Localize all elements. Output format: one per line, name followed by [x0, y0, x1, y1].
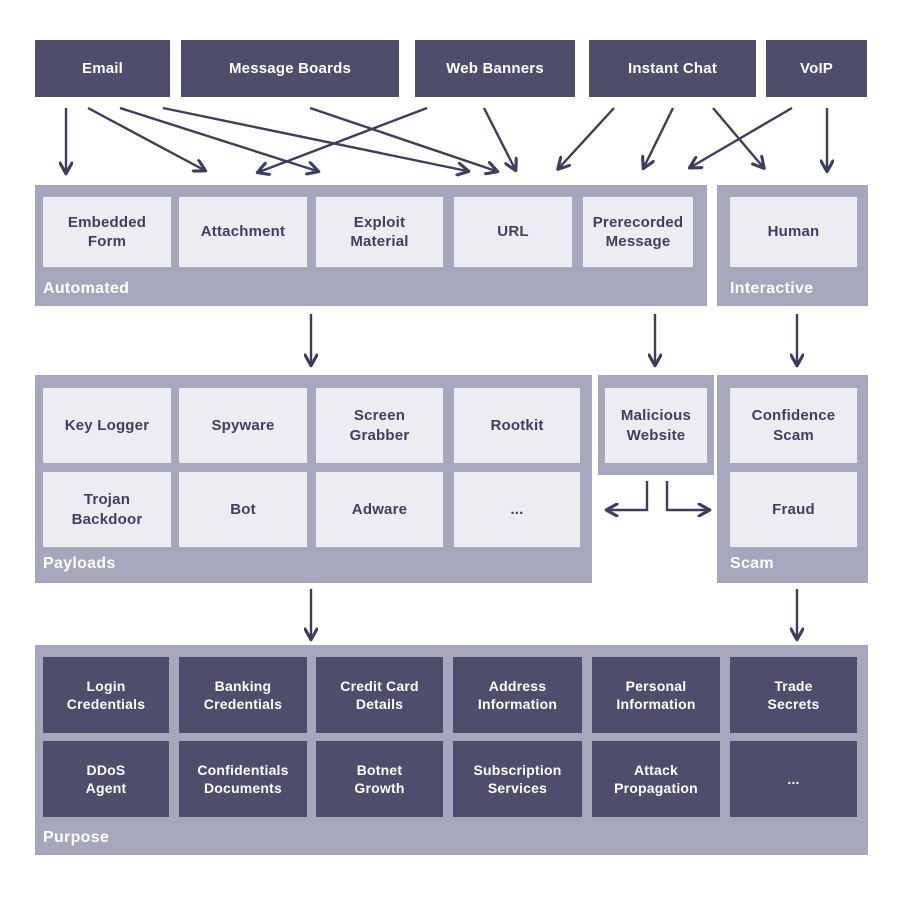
vector-prerecorded-message: Prerecorded Message [583, 197, 693, 267]
arrow-malicious-website-to-payloads [608, 481, 649, 510]
vector-embedded-form: Embedded Form [43, 197, 171, 267]
arrow-email-to-url [162, 106, 467, 171]
source-web-banners: Web Banners [415, 40, 575, 97]
group-label-scam: Scam [730, 555, 774, 572]
arrow-instant-chat-to-prerecorded-message [644, 107, 675, 167]
vector-attachment: Attachment [179, 197, 307, 267]
arrow-email-to-exploit-material [119, 106, 317, 171]
group-purpose: Purpose [35, 645, 868, 855]
arrow-voip-to-prerecorded-message [691, 106, 793, 167]
payload-adware: Adware [316, 472, 443, 547]
arrow-web-banners-to-attachment [259, 106, 428, 172]
scam-fraud: Fraud [730, 472, 857, 547]
vector-human: Human [730, 197, 857, 267]
source-message-boards: Message Boards [181, 40, 399, 97]
arrow-web-banners-to-url [482, 107, 515, 169]
purpose-subscription-services: Subscription Services [453, 741, 582, 817]
arrow-malicious-website-to-scam [665, 481, 708, 510]
payload-spyware: Spyware [179, 388, 307, 463]
group-label-purpose: Purpose [43, 829, 110, 846]
payload-bot: Bot [179, 472, 307, 547]
source-email: Email [35, 40, 170, 97]
arrow-email-to-attachment [87, 106, 204, 170]
purpose-ddos-agent: DDoS Agent [43, 741, 169, 817]
arrow-message-boards-to-url [309, 106, 496, 171]
payload-screen-grabber: Screen Grabber [316, 388, 443, 463]
arrow-instant-chat-to-url [559, 107, 615, 168]
group-label-interactive: Interactive [730, 280, 814, 297]
purpose-botnet-growth: Botnet Growth [316, 741, 443, 817]
source-voip: VoIP [766, 40, 867, 97]
purpose-confidentials-documents: Confidentials Documents [179, 741, 307, 817]
vector-exploit-material: Exploit Material [316, 197, 443, 267]
purpose-login-credentials: Login Credentials [43, 657, 169, 733]
purpose-personal-information: Personal Information [592, 657, 720, 733]
payload-trojan-backdoor: Trojan Backdoor [43, 472, 171, 547]
purpose-attack-propagation: Attack Propagation [592, 741, 720, 817]
purpose-credit-card-details: Credit Card Details [316, 657, 443, 733]
purpose-trade-secrets: Trade Secrets [730, 657, 857, 733]
payload-ellipsis: ... [454, 472, 580, 547]
payload-key-logger: Key Logger [43, 388, 171, 463]
vector-url: URL [454, 197, 572, 267]
purpose-ellipsis: ... [730, 741, 857, 817]
malicious-website: Malicious Website [605, 388, 707, 463]
scam-confidence-scam: Confidence Scam [730, 388, 857, 463]
payload-rootkit: Rootkit [454, 388, 580, 463]
group-label-automated: Automated [43, 280, 130, 297]
arrow-instant-chat-to-human [712, 107, 763, 167]
purpose-address-information: Address Information [453, 657, 582, 733]
group-label-payloads: Payloads [43, 555, 116, 572]
source-instant-chat: Instant Chat [589, 40, 756, 97]
purpose-banking-credentials: Banking Credentials [179, 657, 307, 733]
